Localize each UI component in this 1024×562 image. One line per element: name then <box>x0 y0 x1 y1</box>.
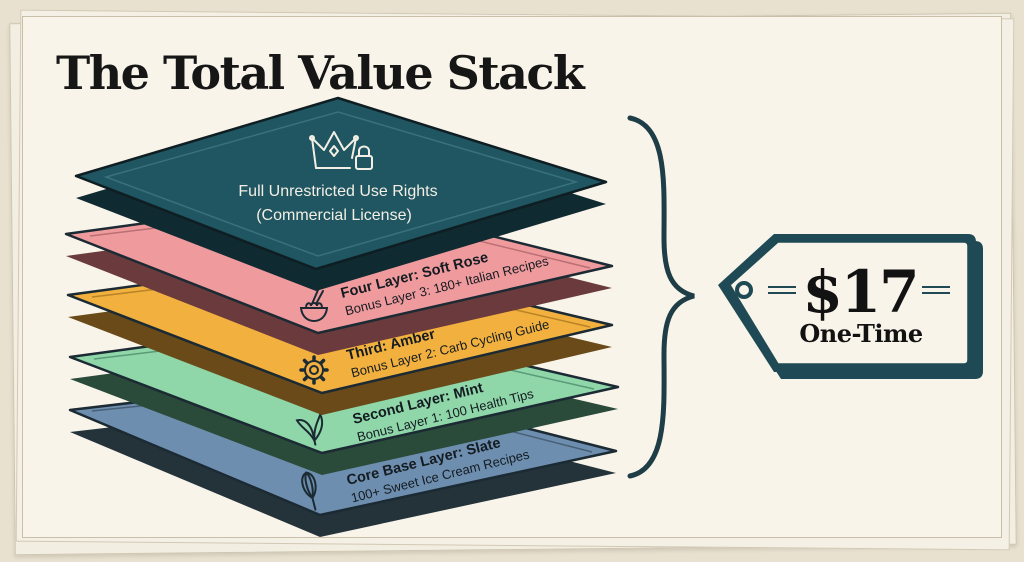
price-tag-icon <box>718 234 983 379</box>
crown-lock-icon <box>309 131 373 170</box>
price-label: One-Time <box>799 319 922 348</box>
layer-top-license-slab <box>74 96 608 271</box>
layer-top-license: Full Unrestricted Use Rights (Commercial… <box>74 96 608 291</box>
price-value: $17 <box>802 258 917 326</box>
pasta-bowl-icon <box>299 289 329 323</box>
curly-brace <box>627 115 695 479</box>
gear-icon <box>299 355 329 385</box>
leaf-icon <box>295 411 324 446</box>
layer-top-license-line1: Full Unrestricted Use Rights <box>238 183 437 200</box>
layer-top-license-line2: (Commercial License) <box>256 207 412 224</box>
page-title: The Total Value Stack <box>56 46 585 100</box>
whisk-icon <box>301 471 317 511</box>
